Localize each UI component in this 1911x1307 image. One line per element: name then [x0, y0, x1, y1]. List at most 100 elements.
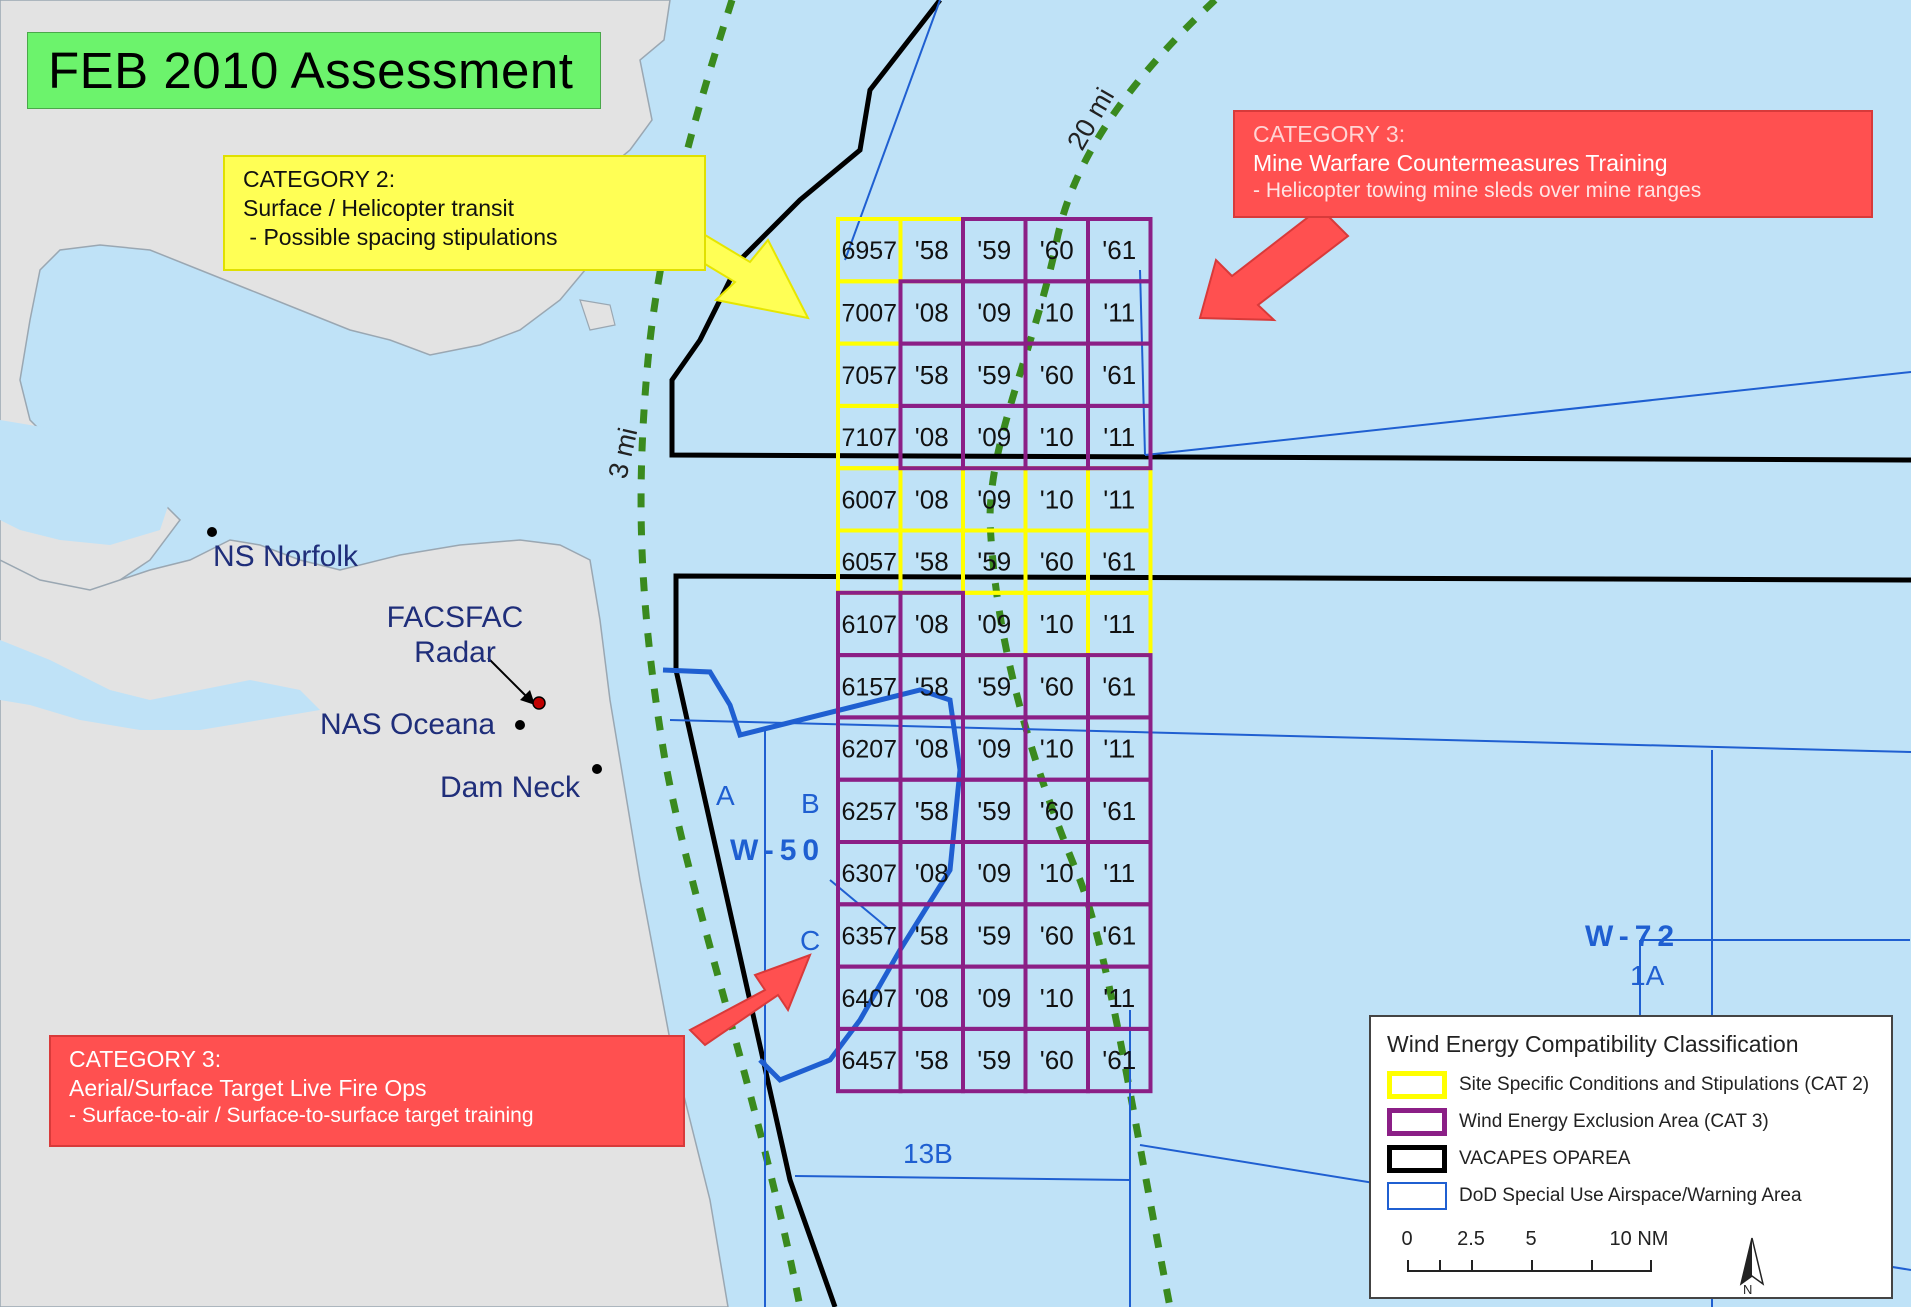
- lease-block-label: '10: [1040, 484, 1074, 514]
- label-area-13b: 13B: [903, 1138, 953, 1169]
- radar-pointer-head: [520, 690, 535, 705]
- scale-tick: [1531, 1260, 1533, 1272]
- legend-label: Site Specific Conditions and Stipulation…: [1459, 1073, 1870, 1095]
- lease-block-label: '10: [1040, 297, 1074, 327]
- legend-item-cat2: Site Specific Conditions and Stipulation…: [1387, 1066, 1875, 1103]
- lease-block-label: '58: [915, 1045, 949, 1075]
- callout-line: - Surface-to-air / Surface-to-surface ta…: [69, 1103, 534, 1127]
- lease-block-label: '60: [1040, 1045, 1074, 1075]
- label-area-b: B: [801, 788, 820, 819]
- lease-block-label: '59: [977, 235, 1011, 265]
- lease-block-label: 7007: [841, 299, 897, 327]
- lease-block-label: '58: [915, 671, 949, 701]
- lease-block-label: '61: [1102, 796, 1136, 826]
- lease-block-label: '58: [915, 547, 949, 577]
- lease-block-label: 6157: [841, 673, 897, 701]
- cat3-top-arrow: [1198, 206, 1350, 322]
- label-ns-norfolk: NS Norfolk: [213, 540, 359, 573]
- legend-item-cat3: Wind Energy Exclusion Area (CAT 3): [1387, 1103, 1875, 1140]
- marker-facsfac: [532, 696, 546, 710]
- lease-block-label: '58: [915, 920, 949, 950]
- north-label: N: [1743, 1282, 1753, 1297]
- legend-swatch-blue: [1387, 1181, 1447, 1210]
- legend-swatch-purple: [1387, 1107, 1447, 1136]
- lease-block-label: 6057: [841, 549, 897, 577]
- lease-block-label: '59: [977, 547, 1011, 577]
- scale-bar: 0 2.5 5 10 NM N: [1387, 1228, 1875, 1298]
- lease-block-label: '09: [977, 422, 1011, 452]
- legend-label: VACAPES OPAREA: [1459, 1147, 1631, 1169]
- callout-title: CATEGORY 2:: [243, 166, 396, 192]
- lease-block-label: '61: [1102, 547, 1136, 577]
- lease-block-label: '08: [915, 858, 949, 888]
- callout-line: Aerial/Surface Target Live Fire Ops: [69, 1074, 427, 1101]
- lease-block-label: 6257: [841, 798, 897, 826]
- bay-inlet: [0, 640, 320, 730]
- lease-block-label: '61: [1102, 671, 1136, 701]
- cat3-bottom-arrow: [688, 953, 812, 1047]
- scale-tick: [1439, 1260, 1441, 1272]
- lease-block-label: '09: [977, 609, 1011, 639]
- legend-title: Wind Energy Compatibility Classification: [1387, 1031, 1799, 1057]
- lease-block-label: '59: [977, 1045, 1011, 1075]
- lease-block-label: '08: [915, 484, 949, 514]
- label-w72: W-72: [1585, 920, 1680, 953]
- callout-line: - Possible spacing stipulations: [243, 223, 558, 250]
- scale-line: [1407, 1270, 1651, 1272]
- page-title: FEB 2010 Assessment: [27, 32, 601, 109]
- lease-block-label: '60: [1040, 547, 1074, 577]
- lease-block-label: 6407: [841, 985, 897, 1013]
- label-facsfac-1: FACSFAC: [387, 601, 524, 634]
- lease-block-label: '11: [1103, 609, 1135, 639]
- scale-tick-label: 0: [1401, 1228, 1413, 1250]
- callout-line: - Helicopter towing mine sleds over mine…: [1253, 178, 1702, 202]
- legend: Wind Energy Compatibility Classification…: [1369, 1015, 1893, 1299]
- lease-block-label: '11: [1103, 422, 1135, 452]
- lease-block-label: '08: [915, 983, 949, 1013]
- lease-block-label: 6307: [841, 860, 897, 888]
- lease-block-label: '59: [977, 671, 1011, 701]
- lease-block-label: '10: [1040, 858, 1074, 888]
- lease-block-label: '10: [1040, 983, 1074, 1013]
- callout-category-2: CATEGORY 2: Surface / Helicopter transit…: [223, 155, 706, 271]
- legend-label: Wind Energy Exclusion Area (CAT 3): [1459, 1110, 1769, 1132]
- lease-block-label: '09: [977, 858, 1011, 888]
- label-dam-neck: Dam Neck: [440, 771, 581, 804]
- label-area-1a: 1A: [1630, 960, 1665, 991]
- label-area-a: A: [716, 780, 735, 811]
- lease-block-label: 6457: [841, 1047, 897, 1075]
- lease-block-label: 6107: [841, 611, 897, 639]
- lease-block-label: '60: [1040, 796, 1074, 826]
- lease-block-label: 6207: [841, 736, 897, 764]
- lease-block-label: '11: [1103, 484, 1135, 514]
- lease-block-label: '09: [977, 297, 1011, 327]
- scale-tick: [1471, 1260, 1473, 1272]
- label-nas-oceana: NAS Oceana: [320, 708, 495, 741]
- lease-block-label: '09: [977, 983, 1011, 1013]
- scale-tick-label: 5: [1525, 1228, 1537, 1250]
- lease-block-label: '59: [977, 360, 1011, 390]
- label-area-c: C: [800, 925, 820, 956]
- scale-tick-label: 10 NM: [1609, 1228, 1669, 1250]
- lease-block-label: '59: [977, 920, 1011, 950]
- lease-block-label: 6007: [841, 486, 897, 514]
- callout-category-3-livefire: CATEGORY 3: Aerial/Surface Target Live F…: [49, 1035, 685, 1147]
- w50-boundary: [662, 667, 963, 1083]
- lease-block-label: '59: [977, 796, 1011, 826]
- lease-block-cat3: [1086, 1026, 1153, 1094]
- scale-tick: [1407, 1260, 1409, 1272]
- lease-block-label: '11: [1103, 734, 1135, 764]
- scale-tick: [1591, 1260, 1593, 1272]
- legend-swatch-black: [1387, 1144, 1447, 1173]
- lease-block-label: '09: [977, 734, 1011, 764]
- lease-block-label: '10: [1040, 422, 1074, 452]
- lease-block-label: '10: [1040, 734, 1074, 764]
- marker-ns-norfolk: [207, 527, 217, 537]
- label-facsfac-2: Radar: [414, 636, 496, 669]
- bay-inlet: [0, 420, 170, 545]
- label-w50: W-50: [730, 834, 825, 867]
- twenty-mile-line: [986, 0, 1218, 1307]
- lease-block-label: '61: [1102, 1045, 1136, 1075]
- lease-block-label: 7107: [841, 424, 897, 452]
- lease-block-label: '08: [915, 609, 949, 639]
